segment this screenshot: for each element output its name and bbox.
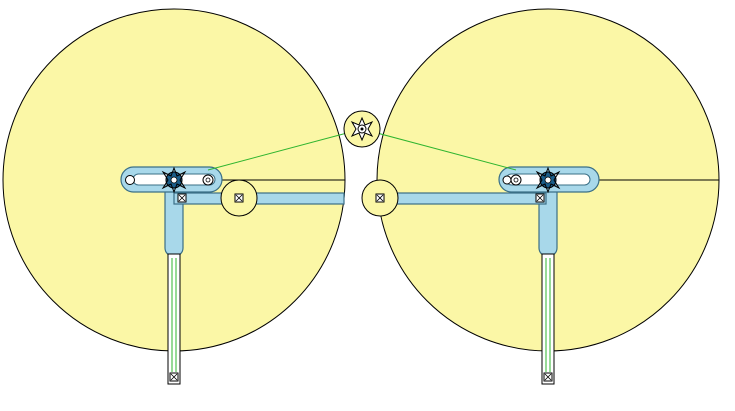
left-slot-follower-icon	[202, 174, 214, 186]
central-drive-gear-icon	[343, 110, 381, 148]
right-horizontal-link	[379, 192, 547, 205]
left-horizontal-link	[173, 192, 345, 205]
right-crank-arm	[538, 179, 558, 385]
left-mechanism	[2, 8, 346, 385]
left-slot-end-pin-icon	[125, 175, 135, 185]
right-fixed-anchor-icon	[543, 372, 553, 382]
left-fixed-anchor-icon	[169, 372, 179, 382]
left-connector-line	[207, 128, 363, 171]
left-motor-icon	[161, 166, 187, 194]
right-ground-pivot-icon	[361, 179, 399, 217]
right-link-pivot-icon	[535, 193, 545, 203]
left-crank-arm	[164, 179, 184, 385]
left-ground-pivot-icon	[220, 179, 258, 217]
right-mechanism	[361, 8, 720, 385]
right-slot-end-pin-icon	[502, 175, 512, 185]
right-slot-follower-icon	[510, 174, 522, 186]
right-motor-icon	[535, 166, 561, 194]
left-link-pivot-icon	[177, 193, 187, 203]
right-connector-line	[361, 128, 517, 171]
